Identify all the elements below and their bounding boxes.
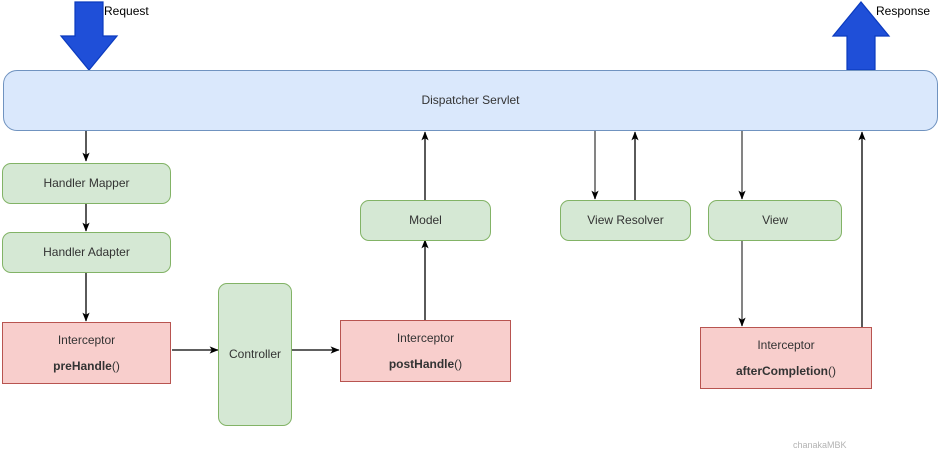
node-handler-adapter-label: Handler Adapter — [43, 245, 130, 260]
node-interceptor-after-title: Interceptor — [757, 338, 815, 353]
node-dispatcher-servlet[interactable]: Dispatcher Servlet — [3, 70, 938, 131]
node-interceptor-after-method: afterCompletion() — [735, 363, 836, 378]
node-handler-mapper-label: Handler Mapper — [43, 176, 130, 191]
node-model[interactable]: Model — [360, 200, 491, 241]
watermark: chanakaMBK — [793, 440, 847, 450]
node-controller-label: Controller — [228, 347, 282, 362]
node-controller[interactable]: Controller — [218, 283, 292, 426]
node-interceptor-after-completion[interactable]: Interceptor afterCompletion() — [700, 327, 872, 389]
node-view[interactable]: View — [708, 200, 842, 241]
node-interceptor-post-title: Interceptor — [396, 331, 455, 346]
node-view-resolver-label: View Resolver — [587, 213, 664, 228]
node-interceptor-pre-title: Interceptor — [57, 333, 116, 348]
response-label: Response — [876, 4, 931, 18]
node-dispatcher-servlet-label: Dispatcher Servlet — [421, 93, 520, 108]
node-view-label: View — [762, 213, 788, 228]
node-view-resolver[interactable]: View Resolver — [560, 200, 691, 241]
request-label: Request — [104, 4, 149, 18]
node-interceptor-pre-handle[interactable]: Interceptor preHandle() — [2, 322, 171, 384]
node-model-label: Model — [409, 213, 442, 228]
node-interceptor-post-handle[interactable]: Interceptor postHandle() — [340, 320, 511, 382]
node-interceptor-post-method: postHandle() — [388, 356, 463, 371]
node-handler-adapter[interactable]: Handler Adapter — [2, 232, 171, 273]
node-interceptor-pre-method: preHandle() — [53, 358, 120, 373]
node-handler-mapper[interactable]: Handler Mapper — [2, 163, 171, 204]
